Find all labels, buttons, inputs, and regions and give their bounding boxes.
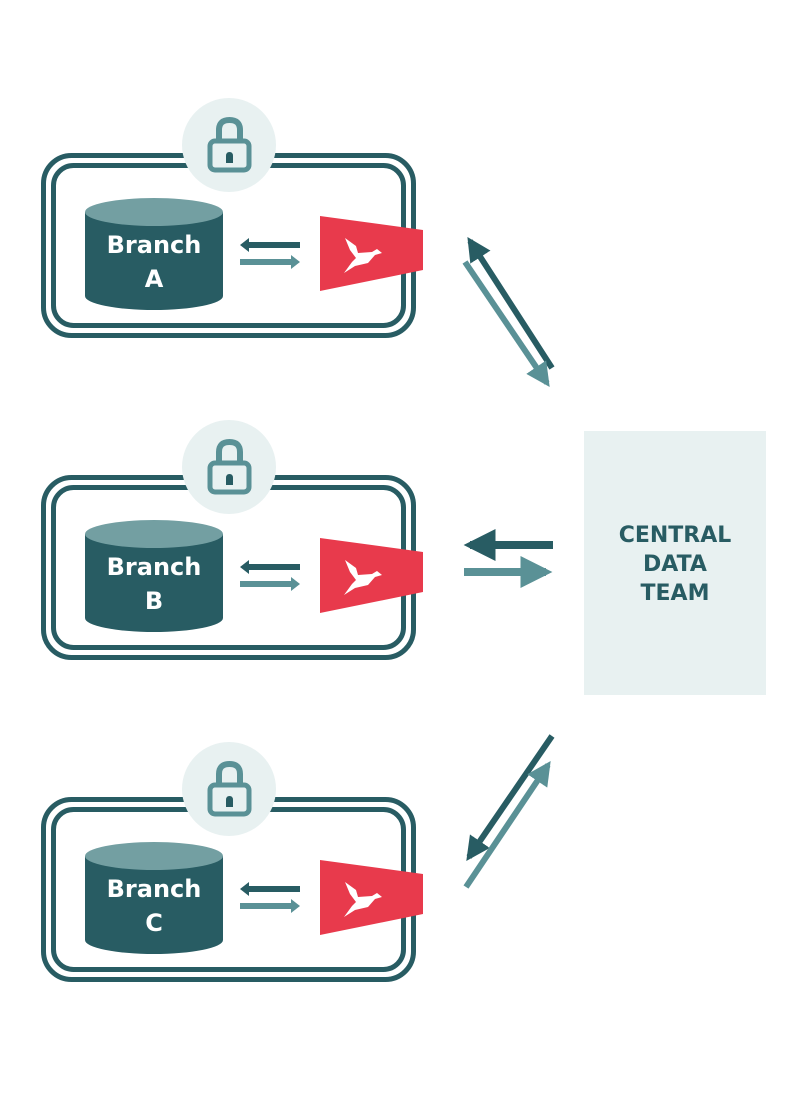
- branch-label-line1: Branch: [107, 553, 202, 581]
- lock-icon: [182, 98, 276, 192]
- arrow-left-icon: [240, 882, 300, 896]
- sync-arrows: [240, 882, 300, 913]
- arrow-right-icon: [240, 255, 300, 269]
- bird-icon: [344, 560, 382, 595]
- arrow-left-icon: [240, 238, 300, 252]
- arrow-to-branch-a: [467, 236, 555, 370]
- sync-arrows: [240, 560, 300, 591]
- branch-label-line2: C: [145, 909, 163, 937]
- branch-label-line1: Branch: [107, 875, 202, 903]
- branch-label-line2: A: [145, 265, 164, 293]
- arrow-to-central-from-a: [462, 260, 550, 387]
- central-label-line3: TEAM: [641, 581, 710, 606]
- connector-c: [463, 734, 555, 889]
- bird-icon: [344, 238, 382, 273]
- connector-a: [462, 236, 555, 387]
- bird-flag-icon: [320, 216, 423, 291]
- lock-icon: [182, 420, 276, 514]
- connector-b: [463, 529, 553, 588]
- lock-icon: [182, 742, 276, 836]
- branch-label-line2: B: [145, 587, 163, 615]
- arrow-left-icon: [240, 560, 300, 574]
- arrow-right-icon: [240, 899, 300, 913]
- arrow-to-central-from-c: [463, 761, 551, 889]
- bird-flag-icon: [320, 860, 423, 935]
- arrow-right-icon: [240, 577, 300, 591]
- branch-label-line1: Branch: [107, 231, 202, 259]
- sync-arrows: [240, 238, 300, 269]
- arrow-to-branch-c: [466, 734, 555, 861]
- central-box-bg: [584, 431, 766, 695]
- central-label-line2: DATA: [643, 552, 707, 577]
- bird-icon: [344, 882, 382, 917]
- central-data-team-box: CENTRAL DATA TEAM: [584, 431, 766, 695]
- central-label-line1: CENTRAL: [619, 523, 732, 548]
- bird-flag-icon: [320, 538, 423, 613]
